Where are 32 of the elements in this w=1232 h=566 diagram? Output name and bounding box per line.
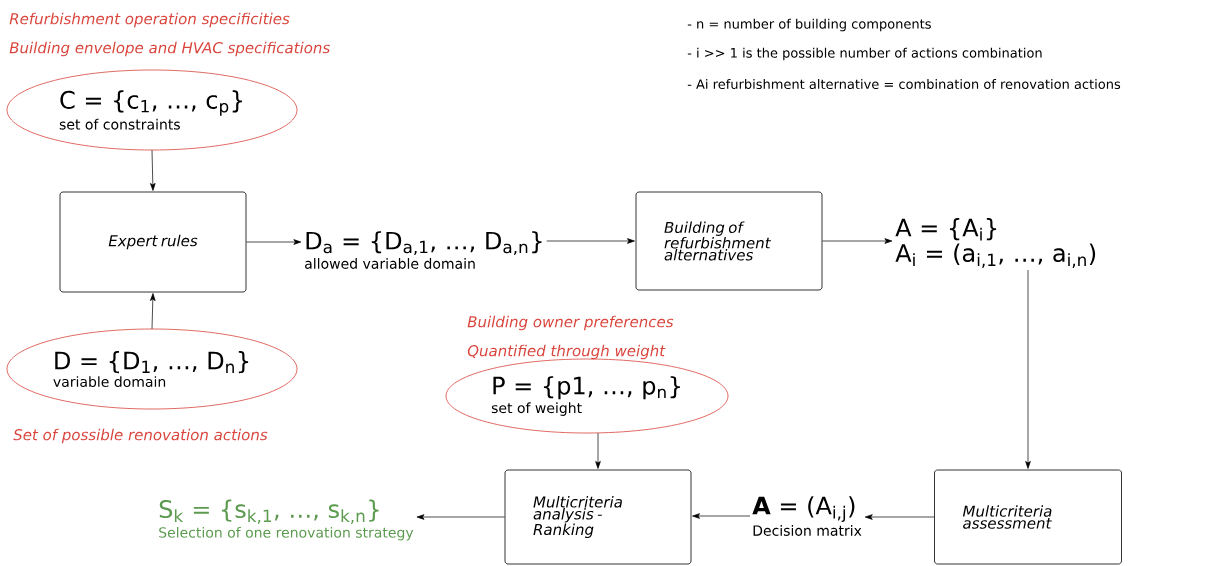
arrow — [150, 149, 156, 191]
ellipse-node: D = {D$_{1}$, …, D$_{n}$} variable domain — [6, 328, 298, 410]
arrow — [1025, 269, 1031, 469]
node-label: D = {D$_{1}$, …, D$_{n}$} — [55, 351, 249, 374]
process-box: Building of refurbishment alternatives — [635, 191, 823, 291]
arrow — [692, 513, 751, 519]
arrow — [595, 432, 601, 469]
node-label: variable domain — [53, 376, 166, 387]
caption-text: Quantified through weight — [467, 344, 666, 360]
note-text: - n = number of building components — [687, 18, 931, 32]
process-box: Multicriteria assessment — [934, 469, 1122, 565]
ellipse-node: C = {c$_{1}$, …, c$_{p}$} set of constraints — [6, 69, 298, 151]
caption-text: Building owner preferences — [467, 315, 674, 331]
process-box: Expert rules — [59, 191, 247, 293]
formula-text: A = {A$_{i}$} A$_{i}$ = (a$_{i,1}$, …, a$_{i,n}$) — [895, 218, 1096, 268]
process-box: Multicriteria analysis - Ranking — [504, 469, 692, 565]
arrow — [416, 514, 505, 520]
formula-text: S$_{k}$ = {s$_{k,1}$, …, s$_{k,n}$} Selection of one renovation strategy — [159, 499, 414, 541]
node-label: P = {p1, …, p$_{n}$} — [493, 376, 680, 400]
arrow — [246, 239, 302, 245]
arrow — [864, 514, 935, 520]
formula-text: D$_{a}$ = {D$_{a,1}$, …, D$_{a,n}$} allowed variable domain — [305, 231, 542, 269]
caption-text: Set of possible renovation actions — [13, 428, 268, 444]
arrow — [822, 238, 893, 244]
node-label: set of weight — [491, 402, 582, 416]
note-text: - Ai refurbishment alternative = combination of renovation actions — [687, 78, 1121, 90]
arrow — [546, 238, 635, 244]
note-text: - i >> 1 is the possible number of actions combination — [687, 47, 1042, 61]
arrow — [150, 293, 156, 330]
formula-text: A = (A$_{i,j}$) Decision matrix — [752, 496, 862, 536]
caption-text: Building envelope and HVAC specifications — [9, 41, 330, 57]
caption-text: Refurbishment operation specificities — [9, 12, 290, 28]
